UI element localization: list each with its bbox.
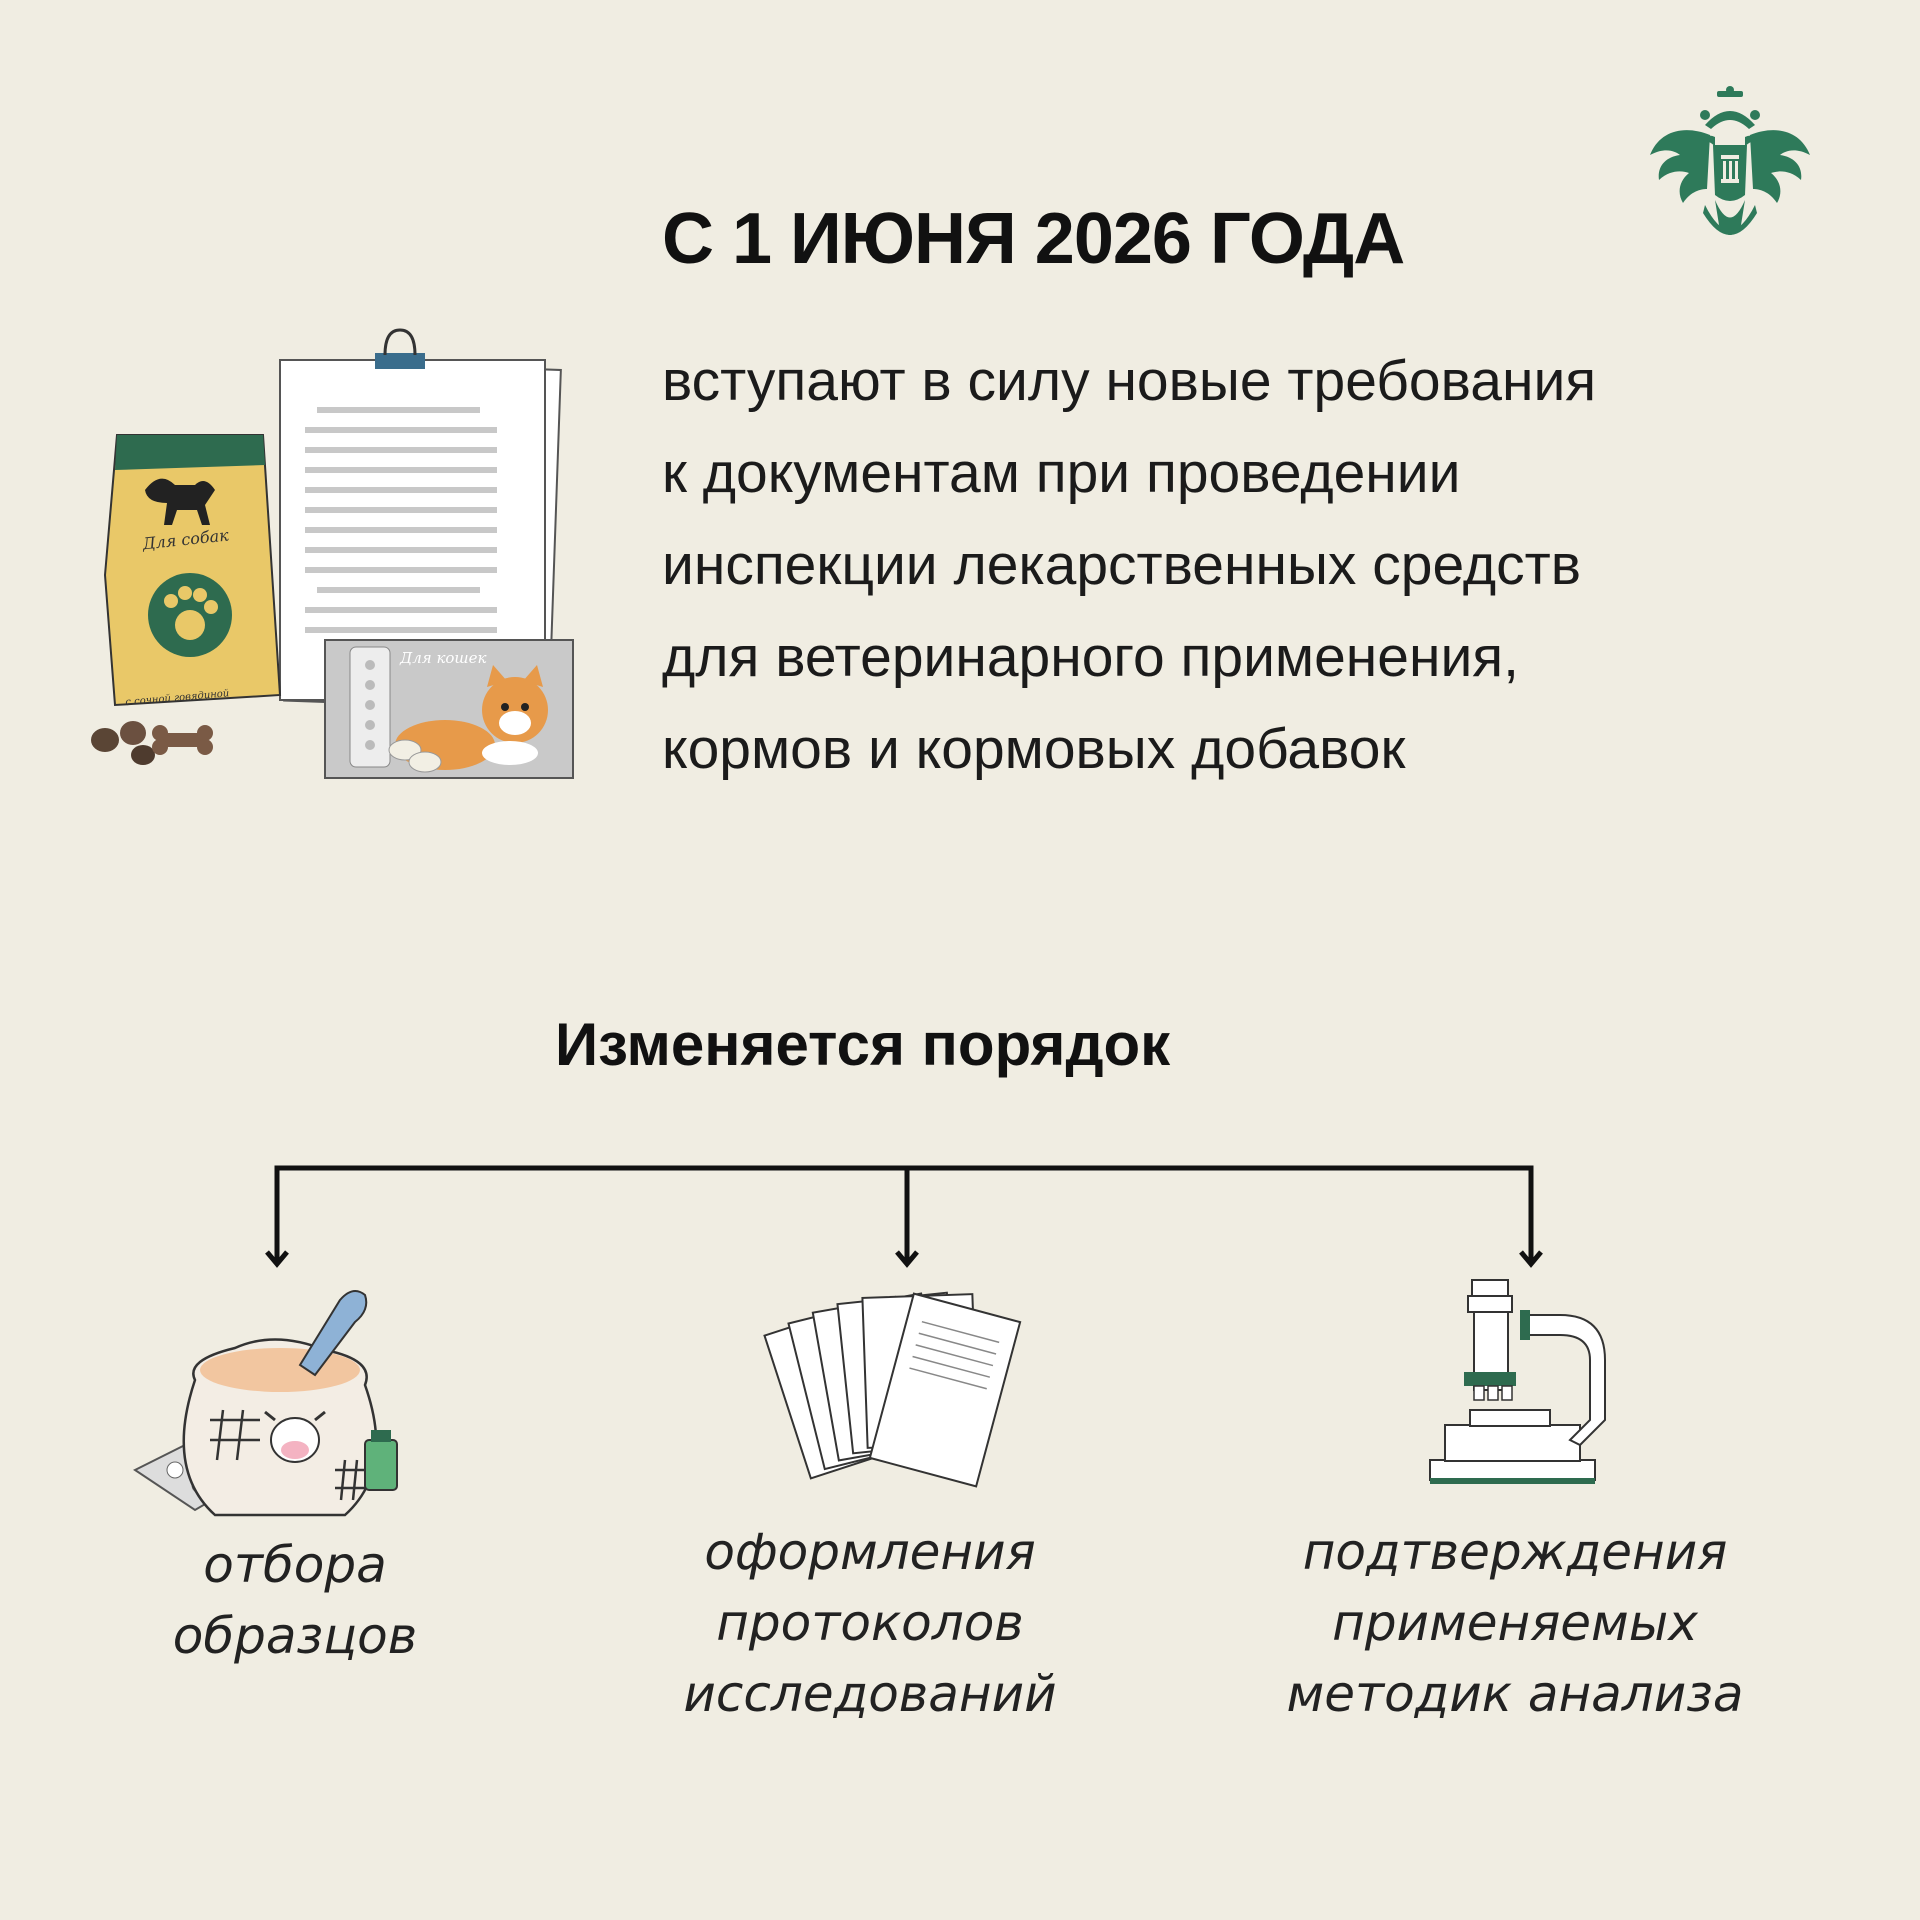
caption-line: протоколов (716, 1594, 1024, 1652)
caption-method-confirmation: подтверждения применяемых методик анализ… (1240, 1517, 1790, 1730)
intro-line: к документам при проведении (662, 441, 1461, 505)
intro-paragraph: вступают в силу новые требования к докум… (662, 335, 1862, 795)
caption-line: исследований (683, 1665, 1057, 1723)
caption-sample-selection: отбора образцов (90, 1530, 500, 1672)
arrow-left-head (265, 1250, 289, 1268)
intro-line: инспекции лекарственных средств (662, 533, 1582, 597)
caption-line: образцов (172, 1607, 418, 1665)
caption-line: подтверждения (1302, 1523, 1728, 1581)
pet-products-illustration: Для собак с сочной говядиной Для кошек (91, 328, 574, 779)
microscope-icon (1429, 1279, 1606, 1484)
arrow-right-head (1519, 1250, 1543, 1268)
documents-stack-icon (763, 1291, 1022, 1488)
section-title: Изменяется порядок (555, 1011, 1171, 1078)
intro-line: вступают в силу новые требования (662, 349, 1597, 413)
caption-research-protocols: оформления протоколов исследований (630, 1517, 1110, 1730)
branch-connector (265, 1165, 1543, 1268)
caption-line: применяемых (1332, 1594, 1698, 1652)
caption-line: методик анализа (1286, 1665, 1744, 1723)
headline-date: С 1 ИЮНЯ 2026 ГОДА (662, 199, 1405, 279)
arrow-center-head (895, 1250, 919, 1268)
caption-line: оформления (704, 1523, 1036, 1581)
emblem-logo (1650, 86, 1810, 235)
feed-sack-icon (133, 1290, 398, 1517)
intro-line: кормов и кормовых добавок (662, 717, 1406, 781)
cat-box-label: Для кошек (399, 649, 487, 667)
cat-medicine-box-icon: Для кошек (324, 639, 574, 779)
dog-food-bag-icon: Для собак с сочной говядиной (91, 434, 282, 765)
caption-line: отбора (203, 1536, 387, 1594)
intro-line: для ветеринарного применения, (662, 625, 1520, 689)
